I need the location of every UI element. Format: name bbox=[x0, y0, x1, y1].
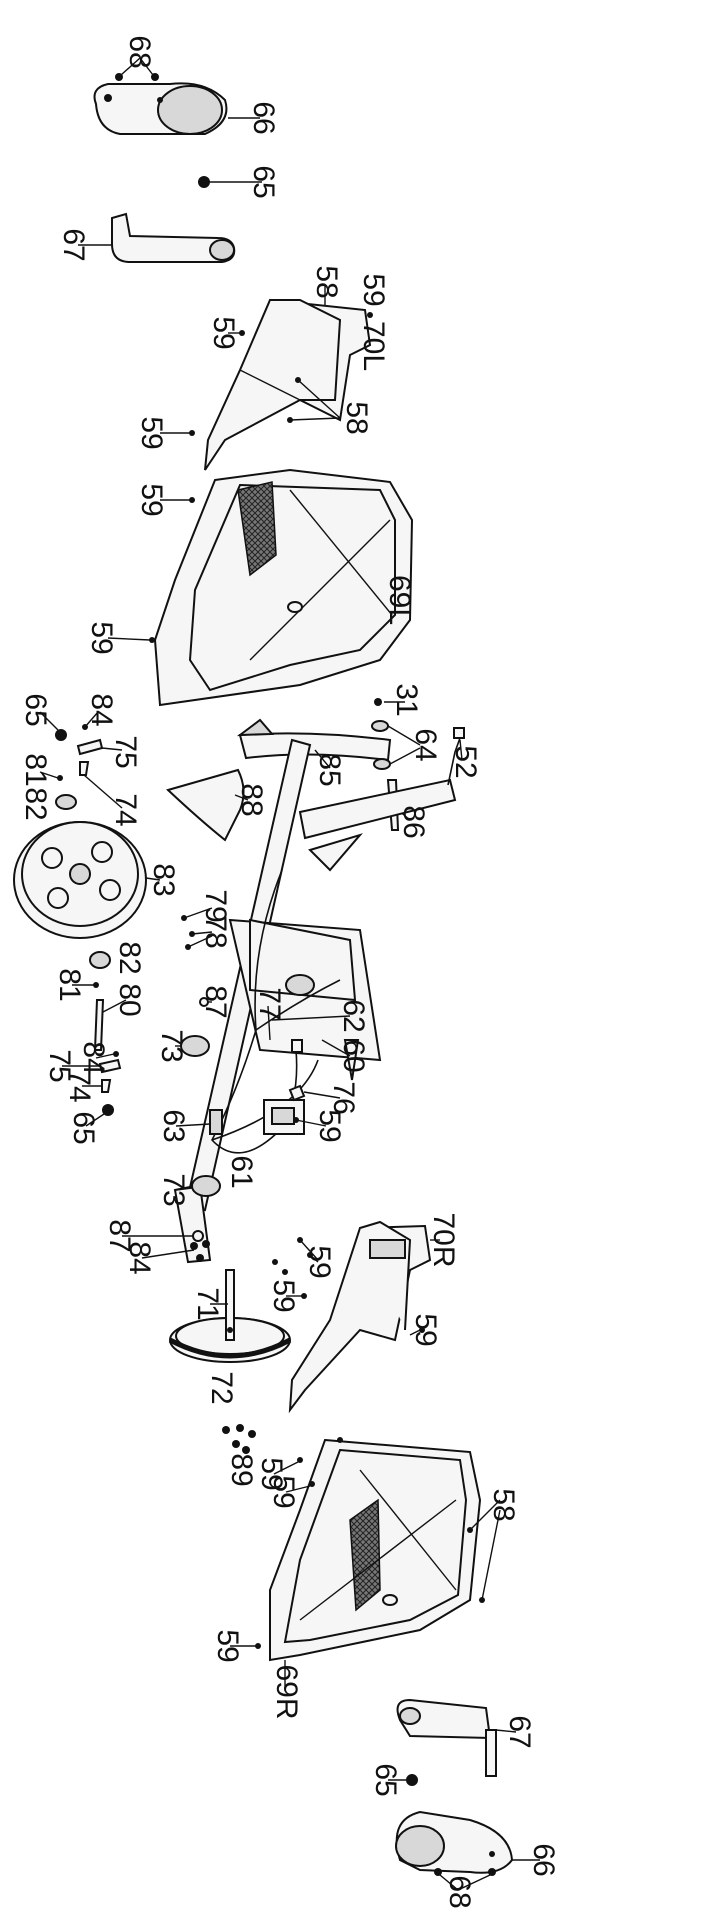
callout-89: 89 bbox=[225, 1453, 258, 1486]
callout-59: 59 bbox=[267, 1279, 300, 1312]
callout-77: 77 bbox=[253, 987, 286, 1020]
flywheel-83 bbox=[13, 821, 147, 939]
callout-59: 59 bbox=[135, 483, 168, 516]
crank-cover-top bbox=[93, 82, 228, 135]
main-cover-right bbox=[269, 1438, 482, 1662]
callout-59: 59 bbox=[409, 1313, 442, 1346]
callout-68: 68 bbox=[443, 1875, 476, 1908]
callout-72: 72 bbox=[205, 1371, 238, 1404]
callout-67: 67 bbox=[503, 1715, 536, 1748]
crank-cover-bottom bbox=[395, 1810, 514, 1874]
drive-pulley-71 bbox=[168, 1269, 292, 1363]
knob-65-lower bbox=[102, 1104, 114, 1116]
main-cover-left bbox=[153, 468, 414, 707]
callout-82: 82 bbox=[19, 787, 52, 820]
connector-52 bbox=[453, 727, 465, 739]
callout-80: 80 bbox=[113, 983, 146, 1016]
callout-87: 87 bbox=[199, 985, 232, 1018]
callout-31: 31 bbox=[390, 683, 423, 716]
callout-74: 74 bbox=[109, 793, 142, 826]
callout-58: 58 bbox=[487, 1488, 520, 1521]
callout-59: 59 bbox=[267, 1475, 300, 1508]
screws-68-bottom bbox=[434, 1868, 496, 1891]
callout-70r: 70R bbox=[427, 1212, 460, 1267]
callout-76: 76 bbox=[327, 1081, 360, 1114]
callout-65: 65 bbox=[247, 165, 280, 198]
callout-52: 52 bbox=[449, 745, 482, 778]
callout-58: 58 bbox=[310, 265, 343, 298]
callout-81: 81 bbox=[53, 968, 86, 1001]
upper-cover-right bbox=[288, 1220, 432, 1414]
callout-79: 79 bbox=[199, 889, 232, 922]
callout-59: 59 bbox=[303, 1245, 336, 1278]
upper-cover-left bbox=[204, 298, 372, 471]
crank-arm-bottom bbox=[396, 1698, 497, 1777]
callout-68: 68 bbox=[123, 35, 156, 68]
callout-59: 59 bbox=[313, 1109, 346, 1142]
callout-85: 85 bbox=[313, 753, 346, 786]
bearing-73-lower bbox=[191, 1175, 221, 1197]
callout-63: 63 bbox=[157, 1109, 190, 1142]
callout-62: 62 bbox=[337, 999, 370, 1032]
callout-82: 82 bbox=[113, 941, 146, 974]
main-frame bbox=[173, 738, 457, 1264]
screws-89 bbox=[222, 1424, 256, 1454]
callout-59: 59 bbox=[357, 273, 390, 306]
callout-81: 81 bbox=[19, 753, 52, 786]
callout-84: 84 bbox=[77, 1041, 110, 1074]
callout-88: 88 bbox=[235, 783, 268, 816]
callout-74: 74 bbox=[63, 1069, 96, 1102]
callout-73: 73 bbox=[157, 1173, 190, 1206]
callout-61: 61 bbox=[225, 1155, 258, 1188]
callout-75: 75 bbox=[43, 1049, 76, 1082]
callout-60: 60 bbox=[337, 1039, 370, 1072]
callout-67: 67 bbox=[57, 228, 90, 261]
pad-88 bbox=[166, 768, 245, 842]
callout-87: 87 bbox=[103, 1219, 136, 1252]
callout-83: 83 bbox=[147, 863, 180, 896]
callout-59: 59 bbox=[211, 1629, 244, 1662]
callout-86: 86 bbox=[397, 805, 430, 838]
knob-65-mid bbox=[55, 729, 67, 741]
crank-arm-top bbox=[111, 212, 236, 263]
callout-84: 84 bbox=[123, 1241, 156, 1274]
callout-73: 73 bbox=[155, 1029, 188, 1062]
screws-68-top bbox=[115, 56, 159, 81]
callout-66: 66 bbox=[527, 1843, 560, 1876]
callout-70l: 70L bbox=[357, 321, 390, 371]
knob-65-bottom bbox=[406, 1774, 418, 1786]
callout-84: 84 bbox=[85, 693, 118, 726]
callout-78: 78 bbox=[199, 915, 232, 948]
callout-59: 59 bbox=[135, 416, 168, 449]
bearing-82-top bbox=[55, 794, 77, 810]
callout-58: 58 bbox=[340, 401, 373, 434]
callout-59: 59 bbox=[255, 1457, 288, 1490]
callout-65: 65 bbox=[67, 1111, 100, 1144]
callout-59: 59 bbox=[207, 316, 240, 349]
callout-75: 75 bbox=[109, 735, 142, 768]
callout-66: 66 bbox=[247, 101, 280, 134]
magnet-bracket-85 bbox=[236, 718, 392, 762]
callout-64: 64 bbox=[409, 728, 442, 761]
knob-65-top bbox=[198, 176, 210, 188]
callout-65: 65 bbox=[369, 1763, 402, 1796]
callout-59: 59 bbox=[85, 621, 118, 654]
callout-69r: 69R bbox=[270, 1664, 303, 1719]
callout-69l: 69L bbox=[383, 575, 416, 625]
callout-65: 65 bbox=[19, 693, 52, 726]
callout-71: 71 bbox=[191, 1287, 224, 1320]
